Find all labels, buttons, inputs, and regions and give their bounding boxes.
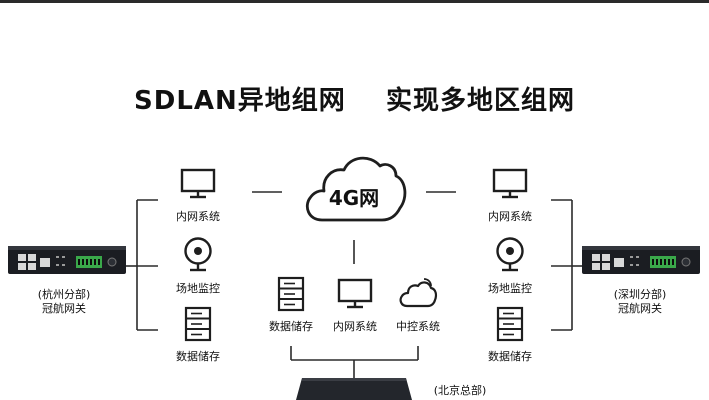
server-icon [277,276,305,312]
left-item-label: 数据储存 [176,350,220,363]
gateway-device-left [8,246,126,274]
right-item-label: 数据储存 [488,350,532,363]
branch-name: (深圳分部) [613,288,667,301]
monitor-icon [492,168,528,199]
cloud-control-icon [399,278,438,308]
gateway-name: 冠航网关 [42,302,86,315]
cloud-icon [305,156,407,222]
server-icon [184,306,212,342]
cloud-label: 4G网 [328,186,380,210]
monitor-icon [337,278,373,309]
camera-icon [496,237,524,272]
branch-name: (杭州分部) [37,288,91,301]
gateway-device-hq [296,378,412,400]
diagram-title: SDLAN异地组网 实现多地区组网 [134,86,575,116]
hq-label: (北京总部) [433,384,487,397]
left-item-label: 内网系统 [176,210,220,223]
center-item-label: 内网系统 [333,320,377,333]
right-item-label: 内网系统 [488,210,532,223]
gateway-name: 冠航网关 [618,302,662,315]
monitor-icon [180,168,216,199]
center-item-label: 数据储存 [269,320,313,333]
left-item-label: 场地监控 [176,282,220,295]
center-item-label: 中控系统 [396,320,440,333]
right-item-label: 场地监控 [488,282,532,295]
server-icon [496,306,524,342]
top-border [0,0,709,3]
camera-icon [184,237,212,272]
gateway-device-right [582,246,700,274]
